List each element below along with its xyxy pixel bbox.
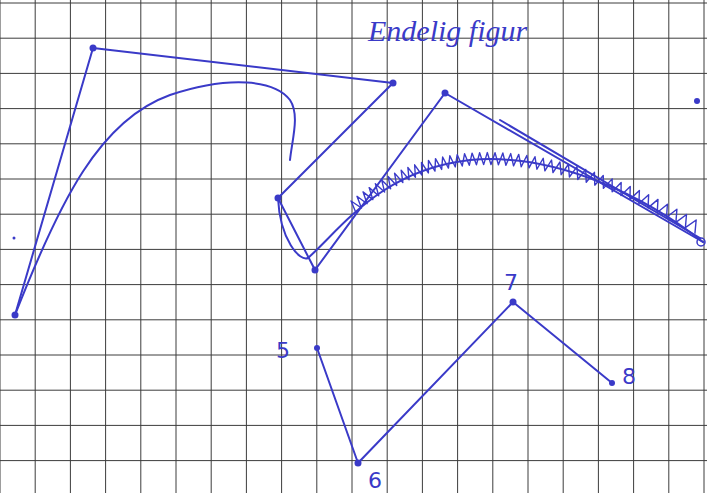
hatching bbox=[351, 153, 696, 234]
bezier-curve bbox=[15, 82, 295, 315]
title: Endelig figur bbox=[368, 16, 527, 46]
point-number: 6 bbox=[368, 470, 382, 492]
point-number: 7 bbox=[504, 272, 518, 294]
control-polygon-small bbox=[317, 302, 612, 463]
point-number: 8 bbox=[622, 366, 636, 388]
point-number: 5 bbox=[276, 340, 290, 362]
bezier-curve bbox=[278, 159, 703, 258]
control-polygon bbox=[15, 48, 703, 315]
control-points bbox=[12, 45, 706, 467]
